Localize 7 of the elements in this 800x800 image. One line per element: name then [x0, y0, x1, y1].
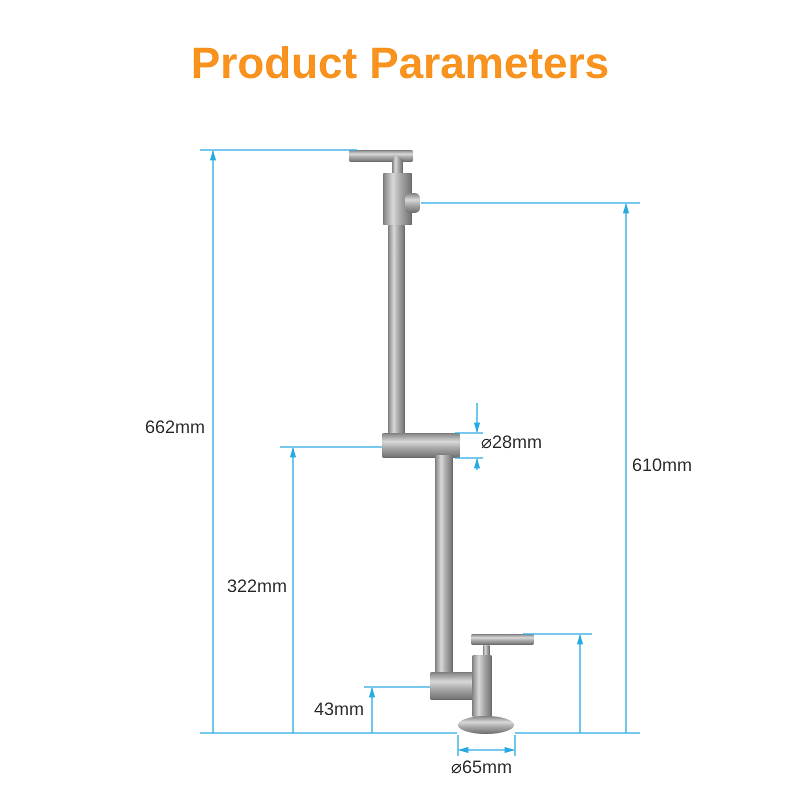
dimension-label: 610mm	[632, 454, 692, 476]
dimension-label: 322mm	[227, 575, 288, 597]
dimension-label: 662mm	[145, 416, 206, 438]
title: Product Parameters	[190, 38, 610, 90]
dimension-label: ⌀28mm	[481, 431, 542, 453]
dimension-label: 43mm	[314, 698, 364, 720]
dimension-label: ⌀65mm	[451, 756, 512, 778]
